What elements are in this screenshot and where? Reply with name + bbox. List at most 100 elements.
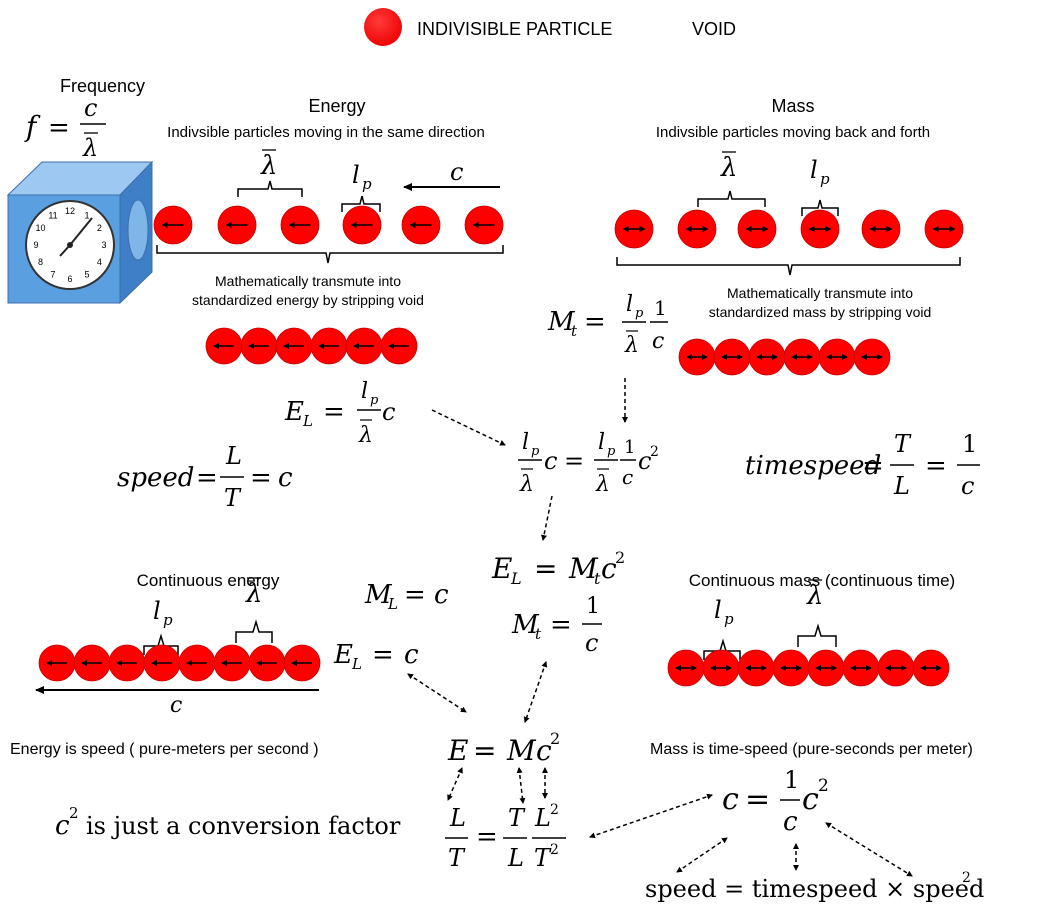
svg-text:=: =	[473, 734, 496, 767]
legend-particle-icon	[364, 8, 402, 46]
e-mc2-formula: E = M c 2	[447, 729, 560, 767]
clock-numeral: 3	[101, 240, 106, 250]
svg-text:M: M	[547, 307, 576, 337]
continuous-energy-particle	[73, 644, 111, 682]
svg-text:M: M	[511, 610, 540, 640]
svg-text:T: T	[534, 844, 552, 872]
mass-standardized-row	[678, 338, 891, 376]
continuous-energy-particle	[38, 644, 76, 682]
svg-text:2: 2	[550, 729, 560, 748]
continuous-mass-lp-brace: l p	[703, 596, 741, 660]
mass-transmute-line1: Mathematically transmute into	[727, 285, 913, 301]
clock-numeral: 4	[97, 257, 102, 267]
continuous-mass-particle	[842, 649, 880, 687]
svg-text:l: l	[626, 292, 633, 317]
energy-packed-particle	[380, 327, 418, 365]
mass-lambda-brace: λ	[697, 151, 766, 207]
clock-numeral: 6	[67, 274, 72, 284]
svg-text:c: c	[601, 552, 617, 585]
continuous-energy-particle	[178, 644, 216, 682]
svg-text:M: M	[364, 580, 393, 610]
energy-packed-particle	[240, 327, 278, 365]
continuous-mass-particle	[772, 649, 810, 687]
svg-text:=: =	[404, 580, 426, 610]
svg-text:=: =	[196, 463, 218, 493]
mass-caption: Mass is time-speed (pure-seconds per met…	[650, 741, 973, 758]
svg-text:λ: λ	[260, 151, 277, 181]
svg-text:2: 2	[818, 776, 829, 796]
continuous-mass-row	[667, 649, 950, 687]
svg-text:p: p	[362, 175, 372, 193]
svg-text:l: l	[352, 161, 360, 189]
svg-text:l: l	[153, 597, 161, 625]
svg-text:speed = timespeed × speed: speed = timespeed × speed	[645, 875, 984, 903]
svg-text:L: L	[893, 472, 910, 500]
clock-numeral: 2	[97, 223, 102, 233]
svg-text:=: =	[862, 451, 884, 481]
energy-particle	[401, 205, 441, 245]
svg-text:λ: λ	[519, 472, 534, 497]
svg-text:l: l	[810, 156, 818, 184]
svg-text:=: =	[323, 397, 345, 427]
energy-particle	[153, 205, 193, 245]
svg-text:L: L	[302, 412, 313, 430]
clock-numeral: 7	[50, 269, 55, 279]
svg-text:c: c	[84, 94, 97, 122]
energy-packed-particle	[345, 327, 383, 365]
ml-formula: M L = c	[364, 580, 449, 613]
svg-text:=: =	[476, 822, 498, 852]
arrow-lt-to-crel	[589, 793, 713, 839]
svg-text:L: L	[449, 804, 466, 832]
svg-text:l: l	[598, 430, 605, 455]
el-mtc2-formula: E L = M t c 2	[491, 548, 625, 588]
svg-text:E: E	[491, 552, 512, 585]
mass-particle	[800, 209, 840, 249]
mt-formula: M t = 1 c	[511, 594, 602, 657]
clock-numeral: 9	[33, 240, 38, 250]
svg-text:l: l	[714, 596, 722, 624]
mass-packed-particle	[853, 338, 891, 376]
svg-text:1: 1	[962, 430, 977, 458]
arrow-elc-to-emc2	[407, 673, 467, 713]
timespeed-formula: timespeed = T L = 1 c	[745, 430, 980, 500]
svg-text:=: =	[250, 463, 272, 493]
arrow-crel-to-speed	[676, 837, 728, 873]
svg-text:M: M	[506, 734, 537, 767]
svg-text:=: =	[584, 307, 606, 337]
clock-numeral: 1	[84, 211, 89, 221]
energy-lambda-brace: λ	[237, 149, 303, 197]
continuous-energy-title: Continuous energy	[137, 571, 280, 590]
continuous-energy-particle	[108, 644, 146, 682]
svg-text:T: T	[508, 804, 526, 832]
frequency-formula: f = c λ	[24, 94, 106, 162]
svg-text:c: c	[450, 158, 463, 186]
continuous-mass-particle	[807, 649, 845, 687]
continuous-energy-row	[38, 644, 321, 682]
continuous-energy-lambda-brace: λ	[235, 577, 273, 643]
energy-el-formula: E L = l p λ c	[284, 379, 395, 448]
energy-c-arrow: c	[403, 158, 500, 191]
svg-text:T: T	[224, 484, 242, 512]
mass-particle-row	[614, 209, 964, 249]
svg-text:=: =	[48, 113, 70, 143]
arrow-e-to-lt	[447, 767, 463, 801]
svg-text:c: c	[404, 640, 419, 670]
middle-equality-formula: l p λ c = l p λ 1 c c 2	[518, 430, 659, 497]
svg-text:p: p	[820, 170, 830, 188]
svg-text:L: L	[225, 442, 242, 470]
svg-text:p: p	[607, 444, 616, 459]
svg-text:timespeed: timespeed	[745, 451, 881, 481]
svg-text:f: f	[24, 110, 41, 143]
speed-formula: speed = L T = c	[117, 442, 293, 512]
speed-timespeed-relation: speed = timespeed × speed 2	[645, 870, 984, 903]
clock-numeral: 10	[36, 223, 46, 233]
energy-particle	[217, 205, 257, 245]
arrow-m-to-tl	[516, 767, 526, 804]
svg-text:2: 2	[550, 842, 559, 858]
mass-mt-formula: M t = l p λ 1 c	[547, 292, 668, 358]
energy-transmute-line2: standardized energy by stripping void	[192, 292, 424, 308]
mass-lp-brace: l p	[801, 156, 839, 216]
svg-text:l: l	[361, 379, 368, 404]
svg-text:c: c	[55, 811, 70, 841]
